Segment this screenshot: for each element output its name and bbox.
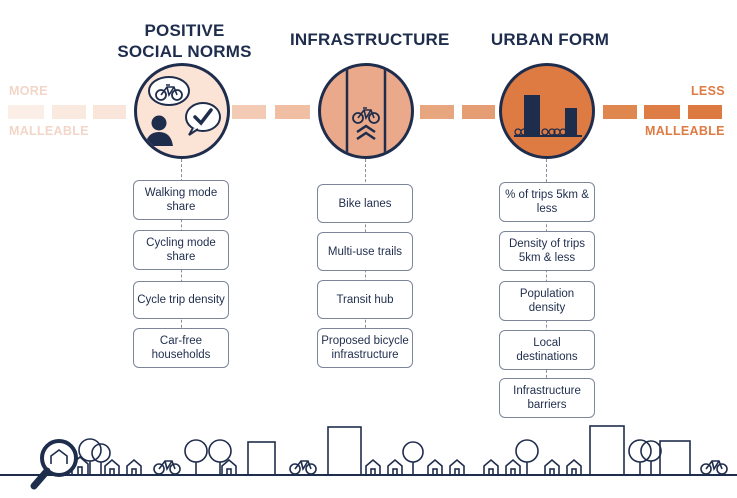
scale-malleable-left-label: MALLEABLE [9,124,89,138]
metric-box: Car-free households [133,328,229,368]
metric-box: % of trips 5km & less [499,182,595,222]
metric-box: Proposed bicycle infrastructure [317,328,413,368]
metric-box: Infrastructure barriers [499,378,595,418]
urban-form-circle [499,63,595,159]
scale-segment [275,105,310,119]
scale-segment [420,105,454,119]
scale-segment [603,105,637,119]
scale-segment [8,105,44,119]
urban-form-title: URBAN FORM [490,30,610,49]
metric-box: Cycling mode share [133,230,229,270]
metric-box: Cycle trip density [133,281,229,319]
bike-lane-icon [345,66,387,156]
skyline-illustration [0,425,737,490]
metric-box: Density of trips 5km & less [499,231,595,271]
scale-less-label: LESS [691,84,725,98]
infrastructure-circle [318,63,414,159]
scale-segment [688,105,722,119]
scale-segment [232,105,266,119]
scale-segment [644,105,680,119]
buildings-bikes-icon [514,95,582,137]
metric-box: Walking mode share [133,180,229,220]
social-norms-title: POSITIVE SOCIAL NORMS [112,20,257,62]
metric-box: Bike lanes [317,184,413,223]
scale-more-label: MORE [9,84,48,98]
social-norms-circle [134,63,230,159]
person-bike-checkmark-icon [145,76,221,146]
magnifying-glass-icon [30,439,78,490]
scale-segment [52,105,86,119]
scale-malleable-right-label: MALLEABLE [645,124,725,138]
title-line: SOCIAL NORMS [117,42,252,61]
title-line: POSITIVE [144,21,225,40]
infrastructure-title: INFRASTRUCTURE [290,30,450,49]
metric-box: Transit hub [317,280,413,319]
metric-box: Population density [499,281,595,321]
scale-segment [93,105,126,119]
metric-box: Local destinations [499,330,595,370]
metric-box: Multi-use trails [317,232,413,271]
scale-segment [462,105,495,119]
